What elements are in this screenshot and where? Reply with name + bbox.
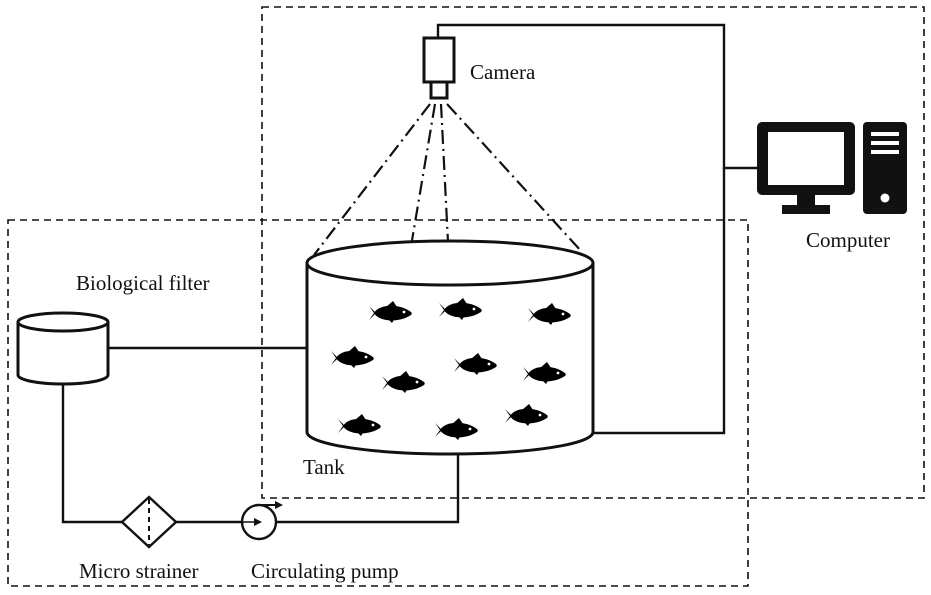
micro-strainer-label: Micro strainer (79, 559, 199, 583)
tank-computer-line (593, 168, 726, 435)
water-circulation-boundary (7, 219, 749, 587)
tank-label: Tank (303, 455, 345, 479)
camera-icon (422, 36, 456, 100)
computer-label: Computer (806, 228, 890, 252)
computer-icon (757, 122, 907, 214)
circulating-pump-label: Circulating pump (251, 559, 399, 583)
filter-strainer-pipe (61, 384, 122, 524)
micro-strainer-icon (120, 495, 178, 549)
camera-label: Camera (470, 60, 536, 84)
camera-field-of-view (313, 103, 583, 289)
biological-filter-label: Biological filter (76, 271, 210, 295)
circulating-pump-icon (196, 501, 283, 541)
computer-vision-boundary (261, 6, 925, 499)
biological-filter-icon (16, 311, 110, 386)
camera-computer-cable (436, 23, 757, 170)
pump-tank-pipe (276, 454, 460, 524)
